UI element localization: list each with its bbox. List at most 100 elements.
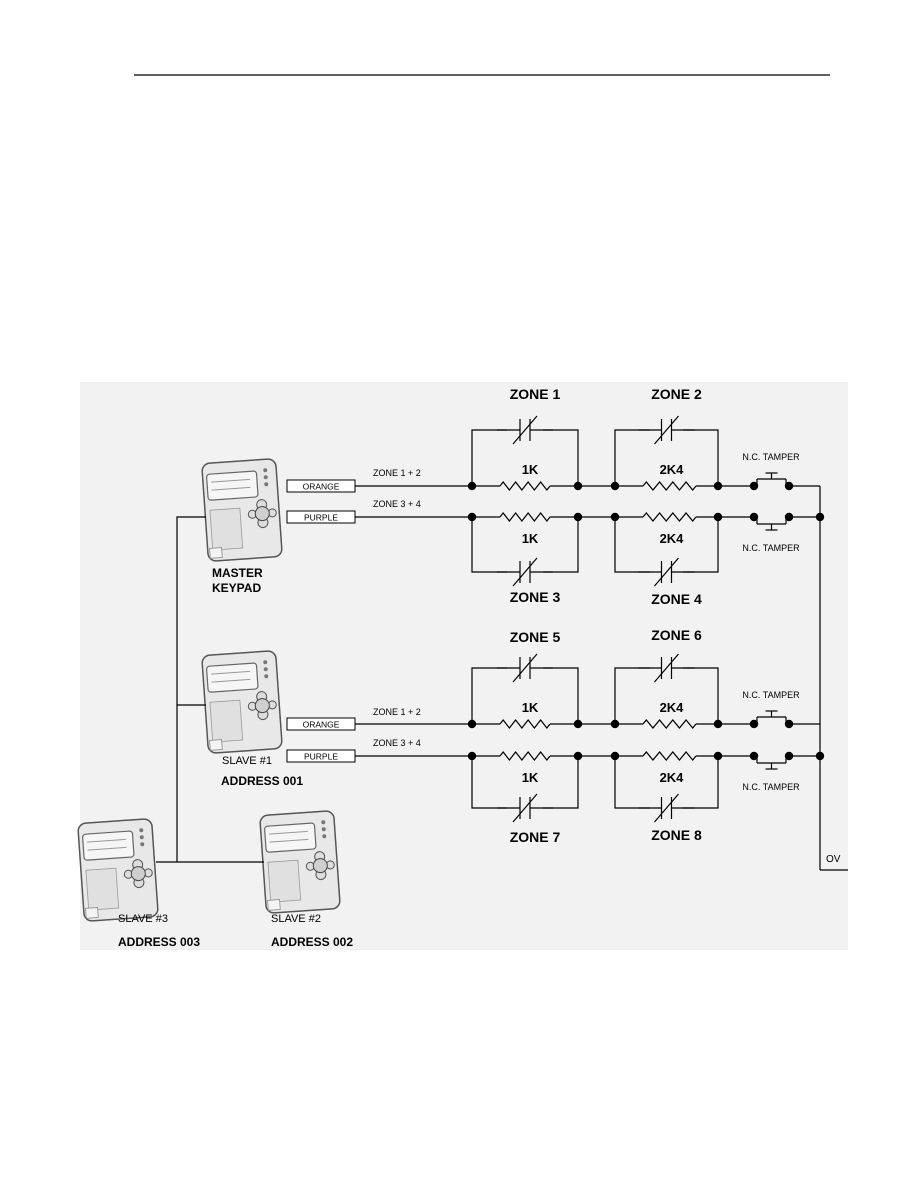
junction-dot — [784, 481, 794, 491]
junction-dots — [467, 481, 825, 761]
tamper-label: N.C. TAMPER — [742, 452, 800, 462]
tamper-label: N.C. TAMPER — [742, 543, 800, 553]
tamper-label: N.C. TAMPER — [742, 782, 800, 792]
slave1-address: ADDRESS 001 — [221, 774, 303, 788]
resistor — [642, 719, 697, 729]
loop — [543, 429, 579, 486]
junction-dot — [749, 481, 759, 491]
junction-dot — [467, 481, 477, 491]
junction-dot — [713, 481, 723, 491]
circuit-label-zone34-bottom: ZONE 3 + 4 — [373, 738, 421, 748]
resistor — [642, 481, 697, 491]
slave2-keypad — [258, 809, 342, 915]
junction-dot — [784, 751, 794, 761]
loop — [614, 756, 650, 809]
junction-dot — [573, 719, 583, 729]
slave1-label: SLAVE #1 — [222, 755, 272, 767]
loop — [683, 517, 719, 573]
zone-circuits — [355, 415, 848, 871]
circuit-label-zone12-top: ZONE 1 + 2 — [373, 468, 421, 478]
purple-wire-tag-top: PURPLE — [286, 510, 356, 524]
slave3-keypad — [76, 817, 160, 923]
junction-dot — [610, 751, 620, 761]
purple-wire-tag-bottom: PURPLE — [286, 749, 356, 763]
svg-text:PURPLE: PURPLE — [304, 752, 338, 762]
contact-diagonal — [654, 557, 679, 587]
svg-text:ORANGE: ORANGE — [303, 720, 340, 730]
junction-dot — [784, 512, 794, 522]
zone-label: ZONE 2 — [651, 386, 702, 402]
junction-dot — [610, 719, 620, 729]
junction-dot — [815, 751, 825, 761]
contact-diagonal — [654, 415, 679, 445]
diagram-panel — [80, 382, 848, 950]
keypad-bus — [156, 516, 264, 863]
junction-dot — [713, 751, 723, 761]
junction-dot — [749, 751, 759, 761]
tamper-switch — [756, 756, 787, 770]
junction-dot — [749, 719, 759, 729]
zone-contact — [497, 793, 553, 823]
junction-dot — [467, 751, 477, 761]
zone-contact — [497, 557, 553, 587]
resistor-label: 1K — [522, 770, 539, 785]
slave2-label: SLAVE #2 — [271, 913, 321, 925]
loop — [543, 667, 579, 724]
zone-contact — [638, 415, 695, 445]
resistor — [642, 751, 697, 761]
zone-contact — [638, 653, 695, 683]
junction-dot — [467, 512, 477, 522]
loop — [471, 756, 507, 809]
zone-label: ZONE 7 — [510, 829, 561, 845]
junction-dot — [713, 512, 723, 522]
loop — [543, 756, 579, 809]
junction-dot — [573, 751, 583, 761]
loop — [683, 429, 719, 486]
master-keypad — [200, 457, 284, 563]
resistor-label: 2K4 — [660, 462, 685, 477]
zone-contact — [497, 415, 553, 445]
junction-dot — [749, 512, 759, 522]
resistor — [642, 512, 697, 522]
contact-diagonal — [512, 415, 538, 445]
resistor-label: 1K — [522, 531, 539, 546]
zone-contact — [638, 793, 695, 823]
zone-contact — [497, 653, 553, 683]
loop — [471, 667, 507, 724]
ground-label: OV — [826, 854, 841, 865]
zone-label: ZONE 3 — [510, 589, 561, 605]
resistor-label: 2K4 — [660, 770, 685, 785]
tamper-label: N.C. TAMPER — [742, 690, 800, 700]
zone-label: ZONE 5 — [510, 629, 561, 645]
resistor — [499, 481, 551, 491]
loop — [614, 429, 650, 486]
loop — [543, 517, 579, 573]
junction-dot — [467, 719, 477, 729]
junction-dot — [815, 512, 825, 522]
slave2-address: ADDRESS 002 — [271, 935, 353, 949]
contact-diagonal — [654, 793, 679, 823]
orange-wire-tag-top: ORANGE — [286, 479, 356, 493]
slave3-label: SLAVE #3 — [118, 913, 168, 925]
loop — [683, 667, 719, 724]
slave3-address: ADDRESS 003 — [118, 935, 200, 949]
loop — [471, 429, 507, 486]
zone-contact — [638, 557, 695, 587]
master-keypad-label-1: MASTER — [212, 566, 263, 580]
junction-dot — [610, 481, 620, 491]
junction-dot — [573, 512, 583, 522]
tamper-switch — [756, 472, 787, 486]
resistor — [499, 719, 551, 729]
slave1-keypad — [200, 649, 284, 755]
resistor-label: 2K4 — [660, 700, 685, 715]
resistor — [499, 751, 551, 761]
resistor-label: 1K — [522, 700, 539, 715]
zone-label: ZONE 1 — [510, 386, 561, 402]
junction-dot — [610, 512, 620, 522]
svg-text:ORANGE: ORANGE — [303, 482, 340, 492]
zone-label: ZONE 6 — [651, 627, 702, 643]
circuit-label-zone34-top: ZONE 3 + 4 — [373, 499, 421, 509]
junction-dot — [573, 481, 583, 491]
